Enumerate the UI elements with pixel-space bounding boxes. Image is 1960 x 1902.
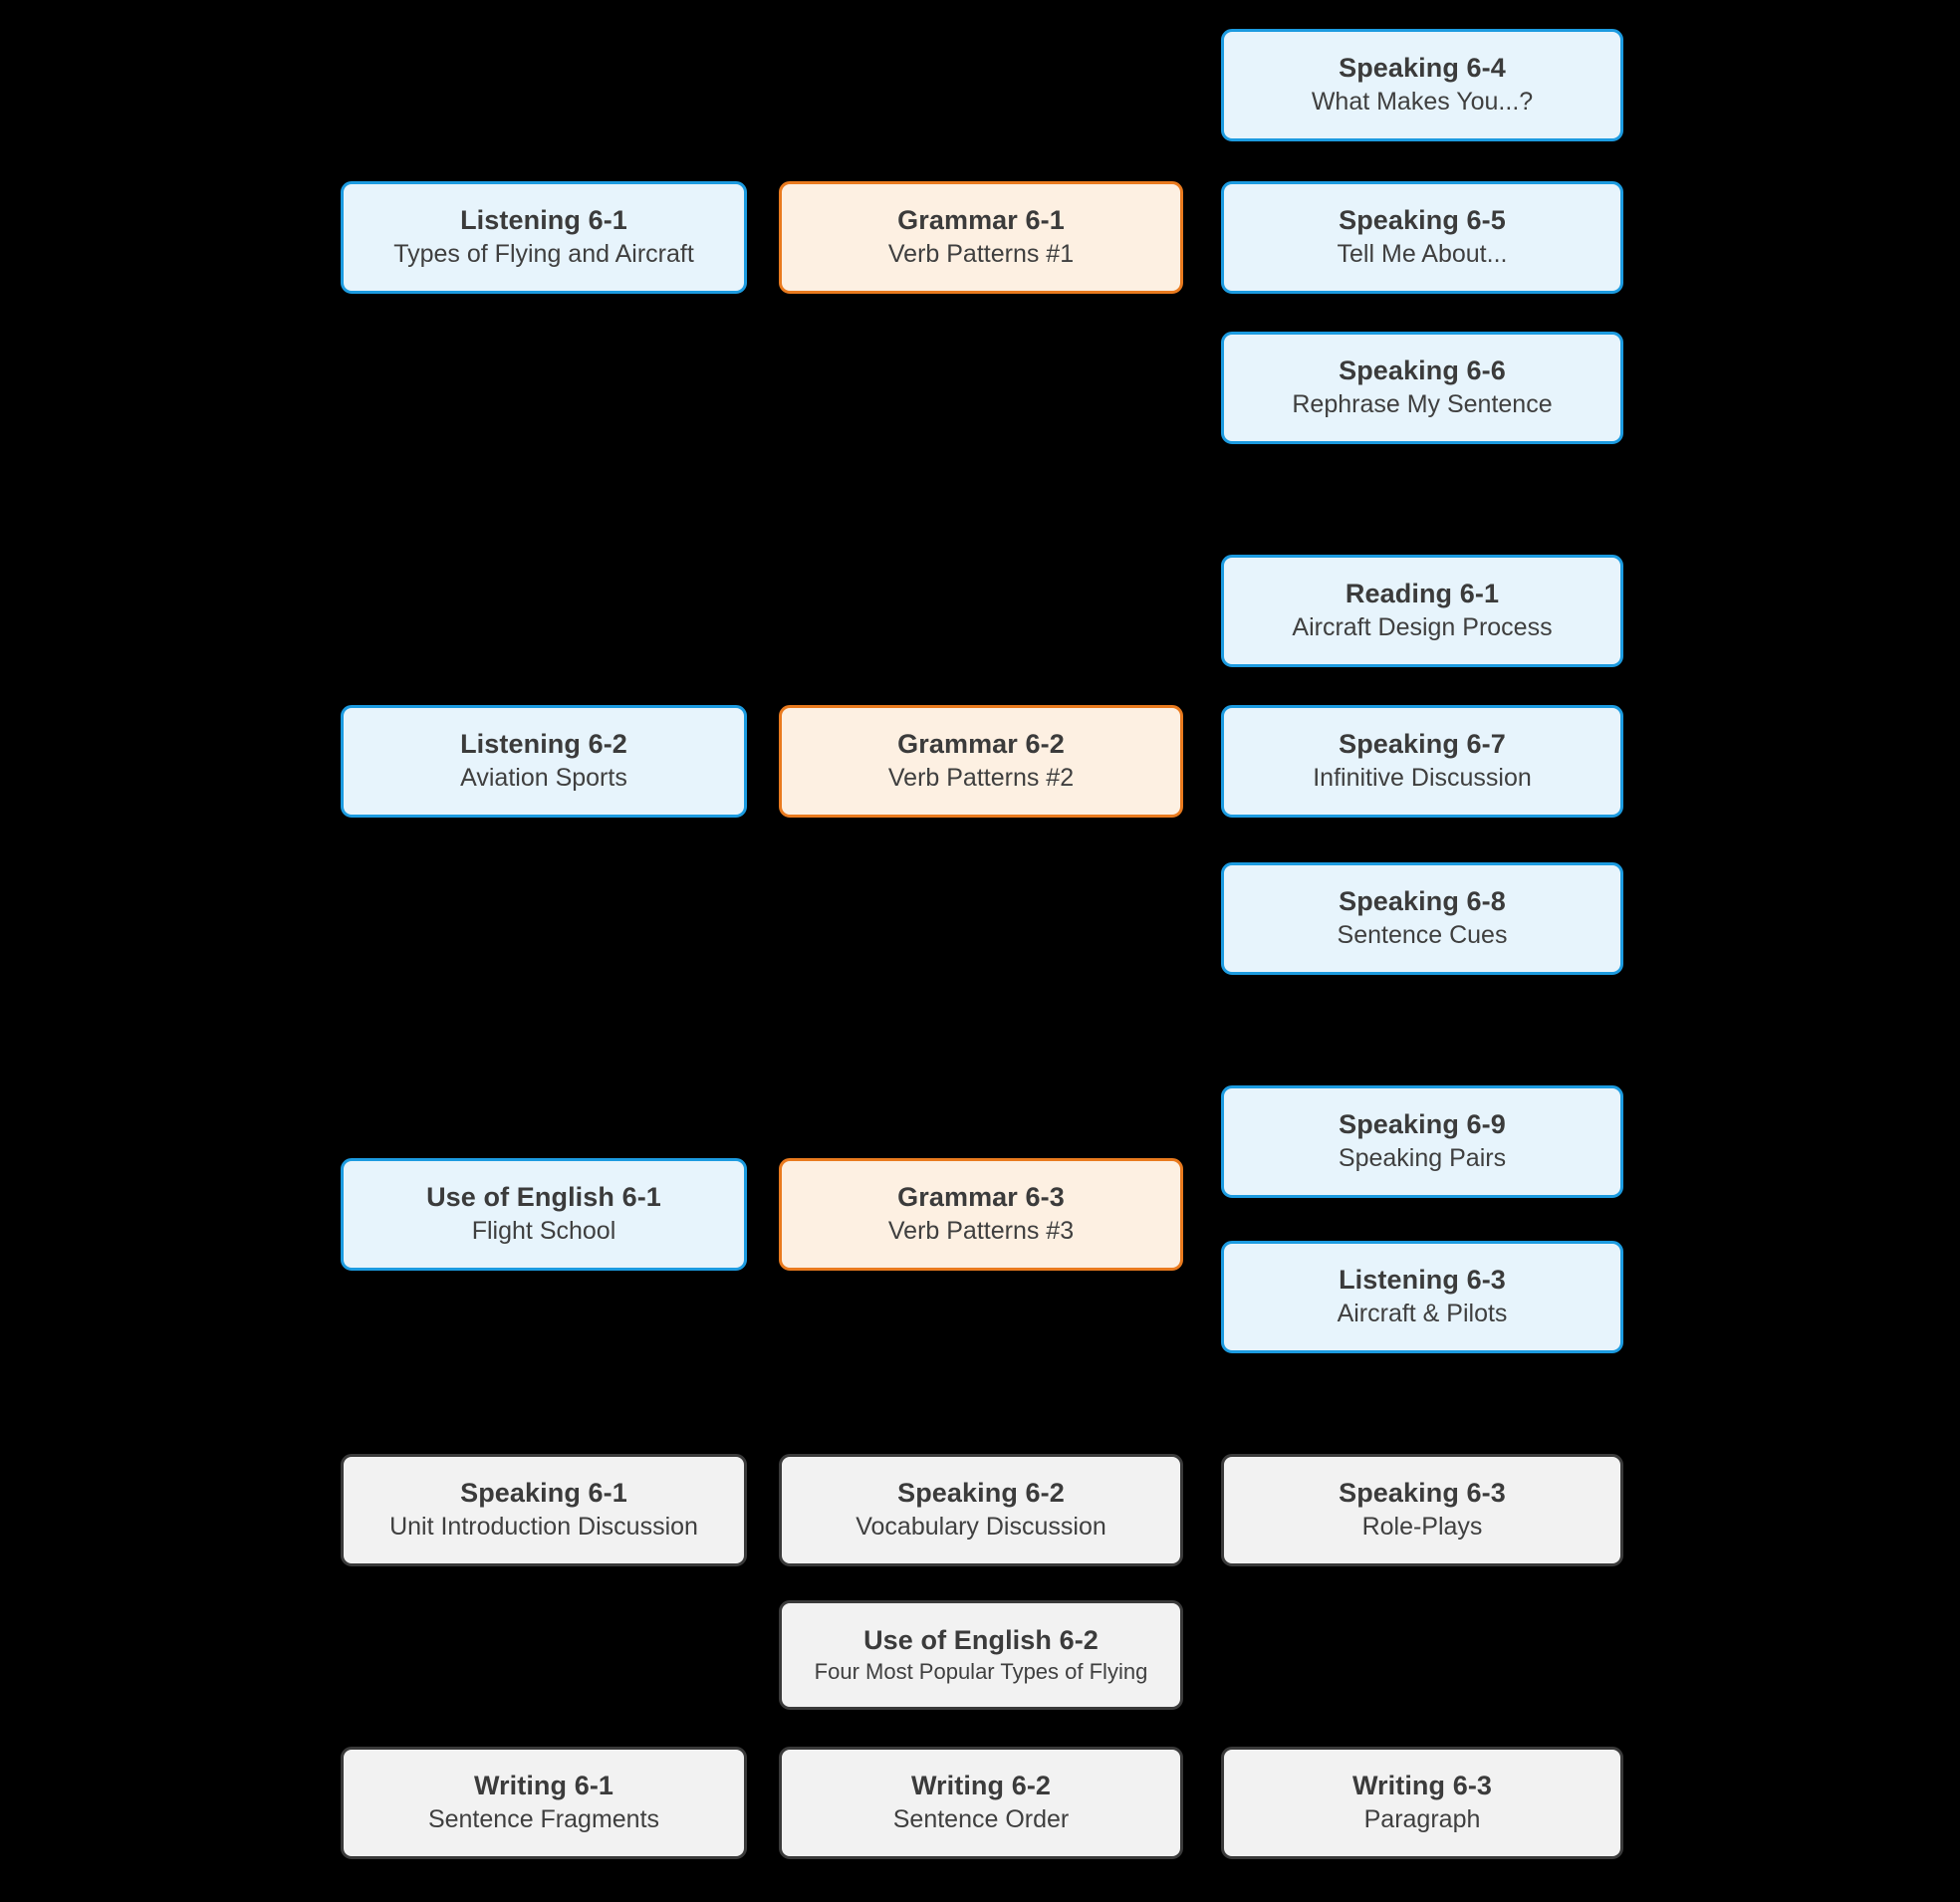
lesson-node-title: Listening 6-3 <box>1339 1265 1506 1296</box>
lesson-node-title: Use of English 6-2 <box>863 1624 1099 1655</box>
lesson-node-title: Speaking 6-7 <box>1339 729 1506 760</box>
lesson-node-title: Reading 6-1 <box>1345 579 1500 609</box>
lesson-node-subtitle: Tell Me About... <box>1337 240 1508 269</box>
lesson-node-subtitle: Verb Patterns #2 <box>887 764 1075 793</box>
lesson-node-title: Use of English 6-1 <box>426 1182 661 1213</box>
lesson-node-title: Grammar 6-1 <box>897 205 1065 236</box>
lesson-node-subtitle: Types of Flying and Aircraft <box>393 240 694 269</box>
lesson-node-title: Grammar 6-2 <box>897 729 1065 760</box>
lesson-node-subtitle: Aircraft & Pilots <box>1337 1300 1508 1328</box>
lesson-node-subtitle: Paragraph <box>1363 1805 1481 1834</box>
lesson-node-title: Speaking 6-9 <box>1339 1109 1506 1140</box>
lesson-node-title: Writing 6-3 <box>1351 1771 1493 1801</box>
lesson-node-title: Writing 6-2 <box>910 1771 1052 1801</box>
lesson-node-title: Speaking 6-2 <box>897 1478 1065 1509</box>
lesson-node-subtitle: Sentence Order <box>892 1805 1070 1834</box>
lesson-node-subtitle: Verb Patterns #1 <box>887 240 1075 269</box>
lesson-node-subtitle: Vocabulary Discussion <box>856 1513 1106 1542</box>
lesson-node-subtitle: Unit Introduction Discussion <box>389 1513 698 1542</box>
lesson-node-title: Speaking 6-5 <box>1339 205 1506 236</box>
lesson-node-title: Speaking 6-3 <box>1339 1478 1506 1509</box>
lesson-node-title: Listening 6-1 <box>460 205 627 236</box>
lesson-node-title: Writing 6-1 <box>473 1771 614 1801</box>
lesson-node-subtitle: Four Most Popular Types of Flying <box>814 1659 1148 1685</box>
lesson-node-title: Grammar 6-3 <box>897 1182 1065 1213</box>
lesson-node-subtitle: Infinitive Discussion <box>1313 764 1532 793</box>
lesson-node-title: Speaking 6-4 <box>1339 53 1506 84</box>
lesson-node-subtitle: Flight School <box>471 1217 616 1246</box>
lesson-node-subtitle: Rephrase My Sentence <box>1292 390 1553 419</box>
lesson-node-subtitle: Role-Plays <box>1361 1513 1483 1542</box>
lesson-node-subtitle: Sentence Cues <box>1337 921 1508 950</box>
lesson-node-subtitle: Speaking Pairs <box>1338 1144 1507 1173</box>
lesson-node-title: Speaking 6-8 <box>1339 886 1506 917</box>
lesson-node-subtitle: Sentence Fragments <box>427 1805 660 1834</box>
lesson-node-title: Speaking 6-1 <box>460 1478 627 1509</box>
lesson-node-subtitle: Aviation Sports <box>460 764 627 793</box>
lesson-node-title: Listening 6-2 <box>460 729 627 760</box>
lesson-node-subtitle: What Makes You...? <box>1311 88 1534 117</box>
lesson-node-title: Speaking 6-6 <box>1339 356 1506 386</box>
lesson-node-subtitle: Verb Patterns #3 <box>887 1217 1075 1246</box>
lesson-node-subtitle: Aircraft Design Process <box>1292 613 1553 642</box>
